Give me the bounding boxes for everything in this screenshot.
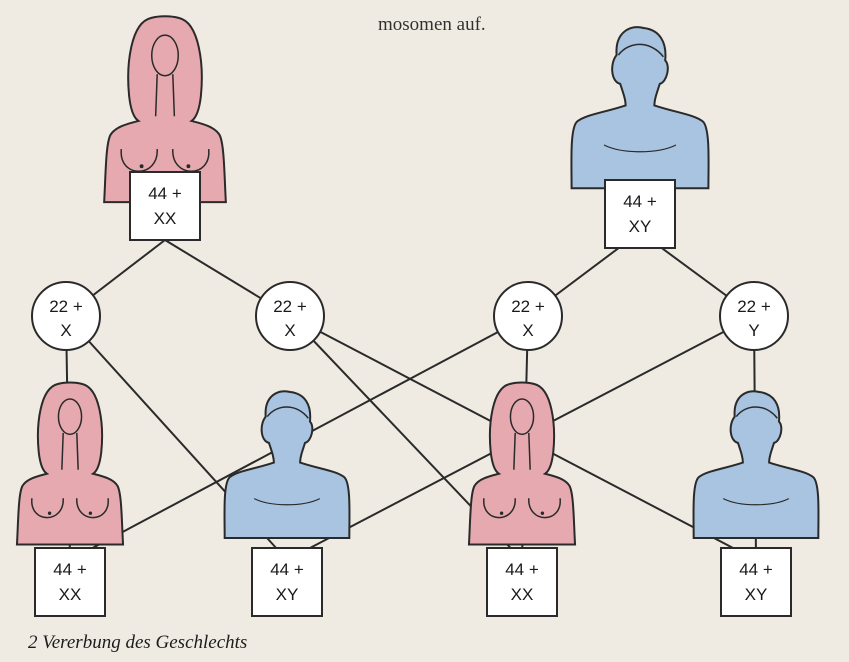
child-figure-1-chromosome-label-line1: 44 +: [53, 560, 87, 579]
male-body-icon: [570, 26, 710, 190]
child-figure-2-chromosome-label-line2: XY: [276, 585, 299, 604]
male-body-icon: [223, 390, 351, 539]
child-figure-1-chromosome-label-box: [34, 547, 106, 617]
mother-figure-chromosome-label-box: [129, 171, 201, 241]
child-figure-4: 44 + XY: [692, 390, 820, 617]
gamete-circle: [493, 281, 563, 351]
child-figure-4-chromosome-label-line2: XY: [745, 585, 768, 604]
gametes-layer: 22 + X 22 + X 22 + X 22 + Y: [31, 281, 789, 351]
female-body-icon: [15, 381, 125, 546]
chest-line-icon: [253, 498, 321, 506]
chest-line-icon: [603, 144, 677, 153]
father-figure-chromosome-label-line2: XY: [629, 217, 652, 236]
figure-caption: 2 Vererbung des Geschlechts: [28, 632, 247, 653]
face-icon: [57, 398, 83, 436]
neck-icon: [513, 432, 531, 470]
gamete-line1: 22 +: [273, 297, 307, 316]
mother-figure: 44 + XX: [103, 15, 227, 241]
father-figure: 44 + XY: [570, 26, 710, 249]
child-figure-3-chromosome-label-line2: XX: [511, 585, 534, 604]
nipple-icon: [499, 511, 504, 515]
face-icon: [509, 398, 535, 436]
hairline-icon: [266, 406, 309, 419]
page-text-line: mosomen auf.: [378, 14, 486, 35]
hairline-icon: [735, 406, 778, 419]
gamete-egg-1: 22 + X: [31, 281, 101, 351]
gamete-circle: [31, 281, 101, 351]
gamete-line1: 22 +: [49, 297, 83, 316]
neck-icon: [61, 432, 79, 470]
gamete-line2: X: [60, 321, 71, 340]
page-background-text: mosomen auf.: [378, 14, 486, 35]
gamete-sperm-1: 22 + X: [493, 281, 563, 351]
child-figure-3-chromosome-label-box: [486, 547, 558, 617]
child-figure-2-chromosome-label-box: [251, 547, 323, 617]
gamete-sperm-2: 22 + Y: [719, 281, 789, 351]
breast-icon: [483, 498, 516, 519]
nipple-icon: [540, 511, 545, 515]
hairline-icon: [617, 43, 664, 58]
mother-figure-chromosome-label-line1: 44 +: [148, 184, 182, 203]
chest-line-icon: [722, 498, 790, 506]
gamete-circle: [255, 281, 325, 351]
neck-icon: [154, 74, 176, 117]
nipple-icon: [186, 164, 191, 169]
female-body-icon: [103, 15, 227, 204]
father-figure-chromosome-label-box: [604, 179, 676, 249]
child-figure-2: 44 + XY: [223, 390, 351, 617]
child-figure-1: 44 + XX: [15, 381, 125, 617]
female-body-icon: [467, 381, 577, 546]
male-body-icon: [692, 390, 820, 539]
breast-icon: [76, 498, 109, 519]
father-figure-chromosome-label-line1: 44 +: [623, 192, 657, 211]
nipple-icon: [47, 511, 52, 515]
gamete-circle: [719, 281, 789, 351]
child-figure-3: 44 + XX: [467, 381, 577, 617]
mother-figure-chromosome-label-line2: XX: [154, 209, 177, 228]
child-figure-3-chromosome-label-line1: 44 +: [505, 560, 539, 579]
breast-icon: [31, 498, 64, 519]
nipple-icon: [88, 511, 93, 515]
nipple-icon: [139, 164, 144, 169]
child-figure-2-chromosome-label-line1: 44 +: [270, 560, 304, 579]
gamete-line1: 22 +: [511, 297, 545, 316]
gamete-line1: 22 +: [737, 297, 771, 316]
breast-icon: [528, 498, 561, 519]
child-figure-4-chromosome-label-box: [720, 547, 792, 617]
connection-lines: [65, 231, 757, 561]
child-figure-4-chromosome-label-line1: 44 +: [739, 560, 773, 579]
gamete-line2: X: [284, 321, 295, 340]
gamete-line2: X: [522, 321, 533, 340]
face-icon: [150, 34, 180, 77]
gamete-line2: Y: [748, 321, 759, 340]
child-figure-1-chromosome-label-line2: XX: [59, 585, 82, 604]
gamete-egg-2: 22 + X: [255, 281, 325, 351]
